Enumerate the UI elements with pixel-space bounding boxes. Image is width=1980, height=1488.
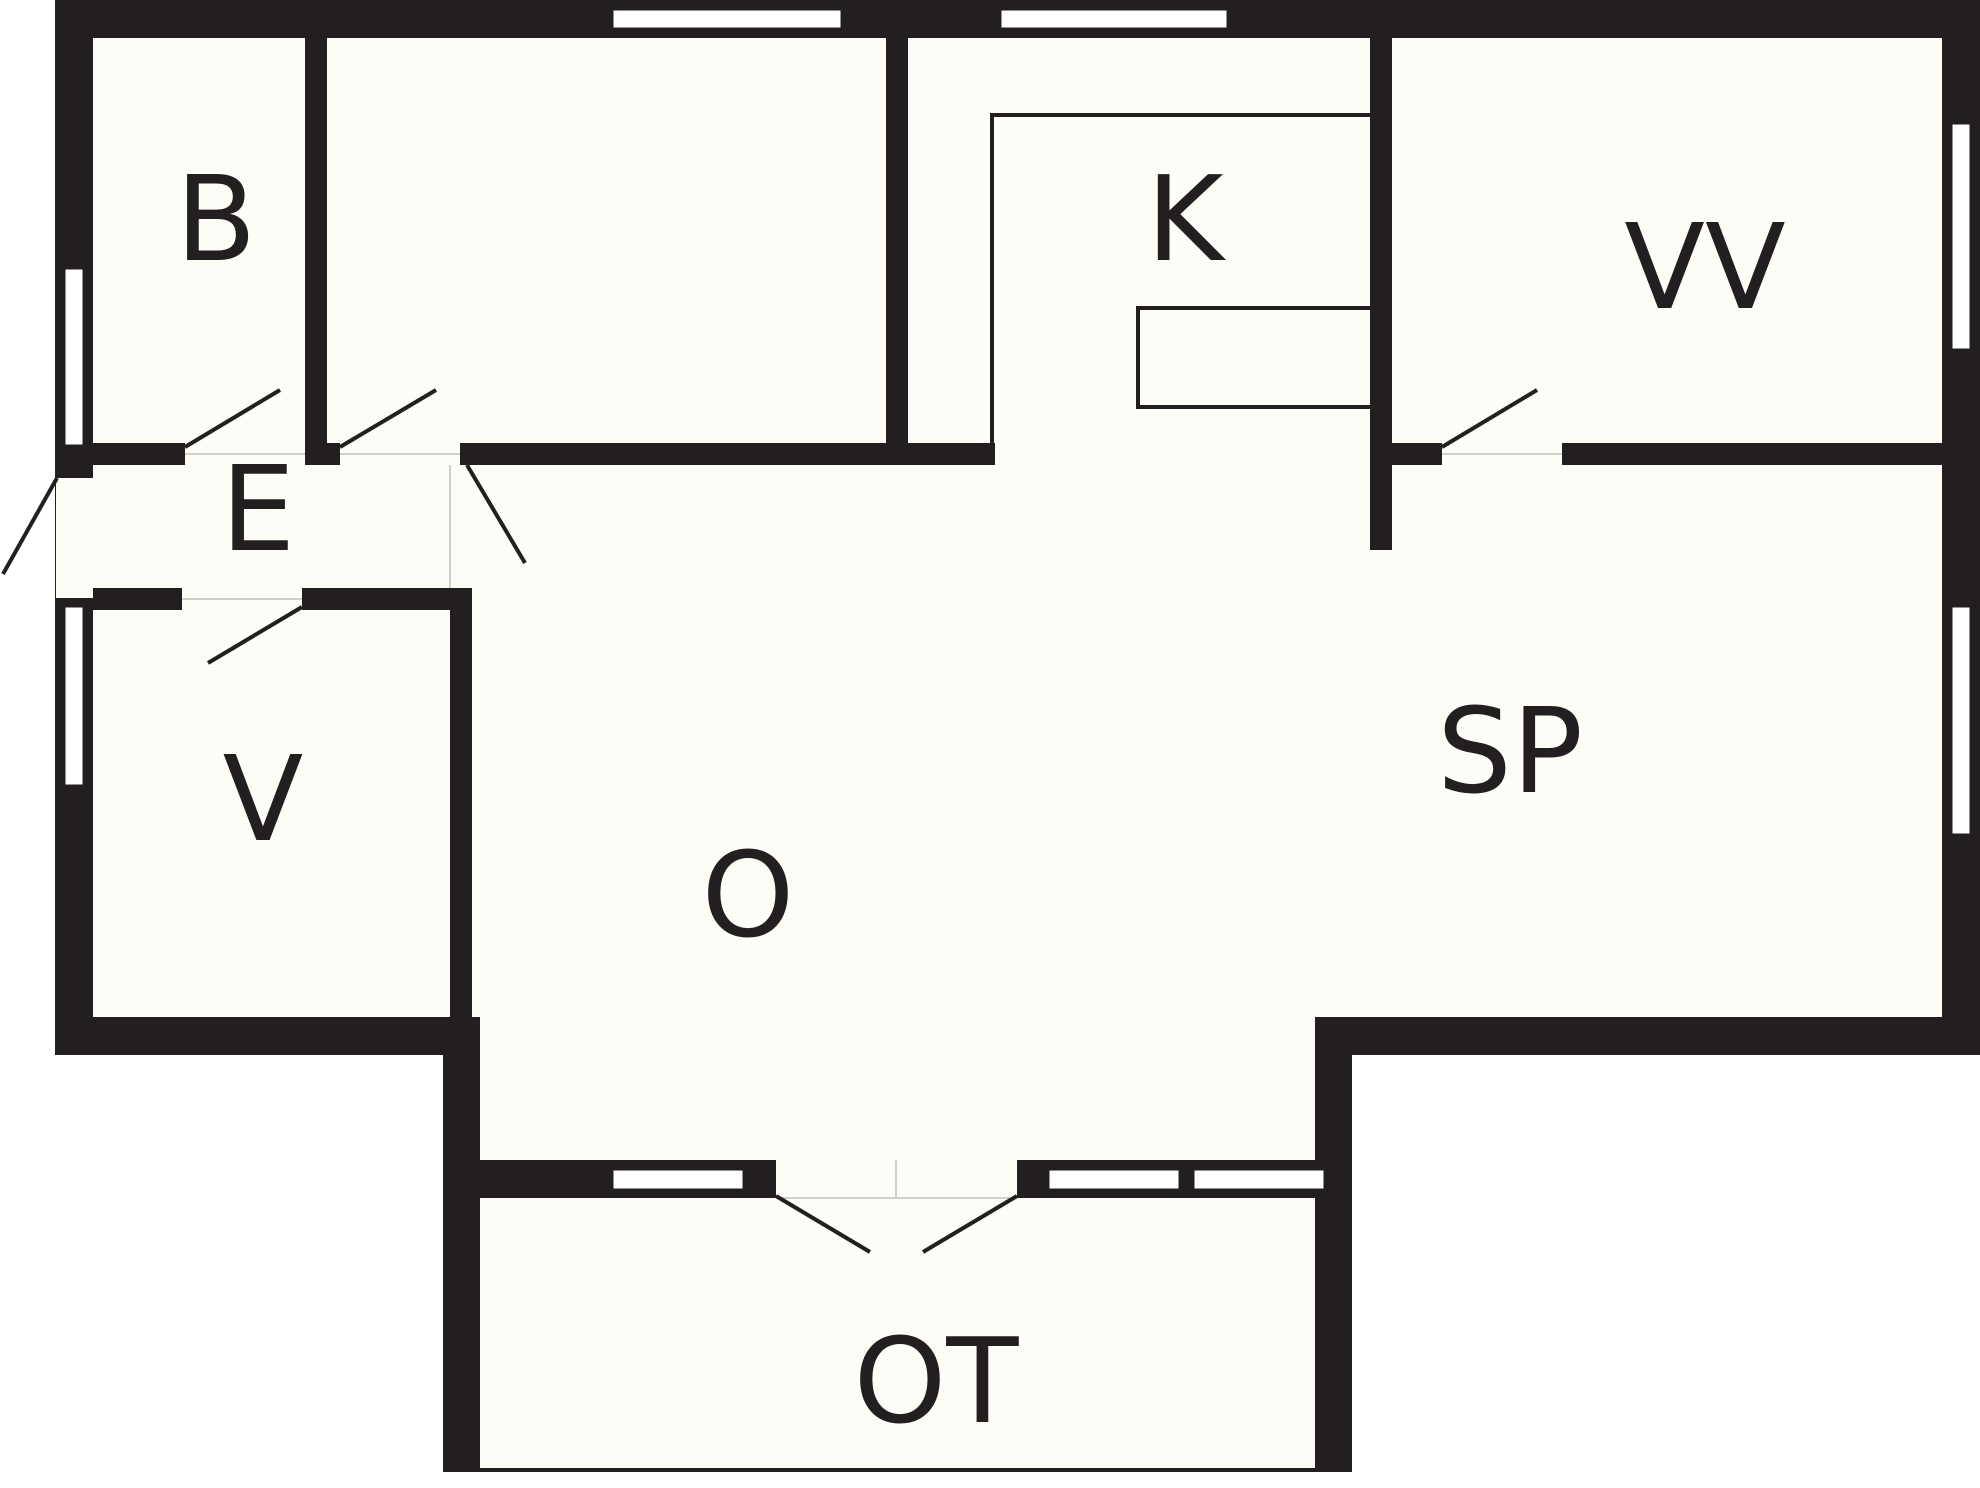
wall-h1-c [460,443,995,465]
room-label-bedroom: VV [1624,198,1785,336]
window-right-1 [1949,121,1973,352]
hall-floor [93,465,450,588]
room-label-living: O [702,826,795,964]
window-left-1 [62,266,86,448]
wall-terrace-right [1315,1017,1352,1472]
terrace-door-swing-left [774,1194,872,1254]
closet-door-swing [338,388,438,449]
terrace-door-swing-right [921,1194,1019,1254]
wall-h2-a [90,588,182,610]
window-terrace-1 [610,1167,746,1192]
wall-h1-a [90,443,185,465]
entrance-door-swing [1,477,59,575]
room-label-entrance: E [221,440,296,578]
room-label-dining: SP [1437,682,1583,820]
wall-bottom-right [1315,1017,1980,1055]
kitchen-counter [990,113,1372,455]
entrance-opening [56,478,93,598]
room-label-terrace: OT [854,1312,1020,1450]
window-terrace-2 [1046,1167,1182,1192]
wall-terrace-left [443,1017,480,1472]
window-left-2 [62,604,86,788]
window-terrace-3 [1191,1167,1327,1192]
window-right-2 [1949,604,1973,837]
kitchen-island [1136,306,1374,409]
room-label-bathroom: B [176,150,257,288]
wall-v-room-right [450,588,472,1018]
wall-closet-right [886,30,908,465]
wall-bath-right [305,30,327,465]
wall-h2-b [302,588,472,610]
wall-kitchen-right [1370,30,1392,550]
room-label-v: V [223,730,304,868]
wall-h1-e [1562,443,1952,465]
v-door-swing [206,605,304,665]
window-top-1 [610,7,844,31]
window-top-2 [998,7,1230,31]
wall-bottom-left [55,1017,480,1055]
room-label-kitchen: K [1146,150,1226,288]
living-door-swing [465,463,527,565]
bedroom-door-swing [1440,388,1539,449]
wall-h1-d [1390,443,1442,465]
wall-h1-b [305,443,340,465]
bath-door-swing [183,388,282,449]
floor-terrace [460,1040,1320,1470]
